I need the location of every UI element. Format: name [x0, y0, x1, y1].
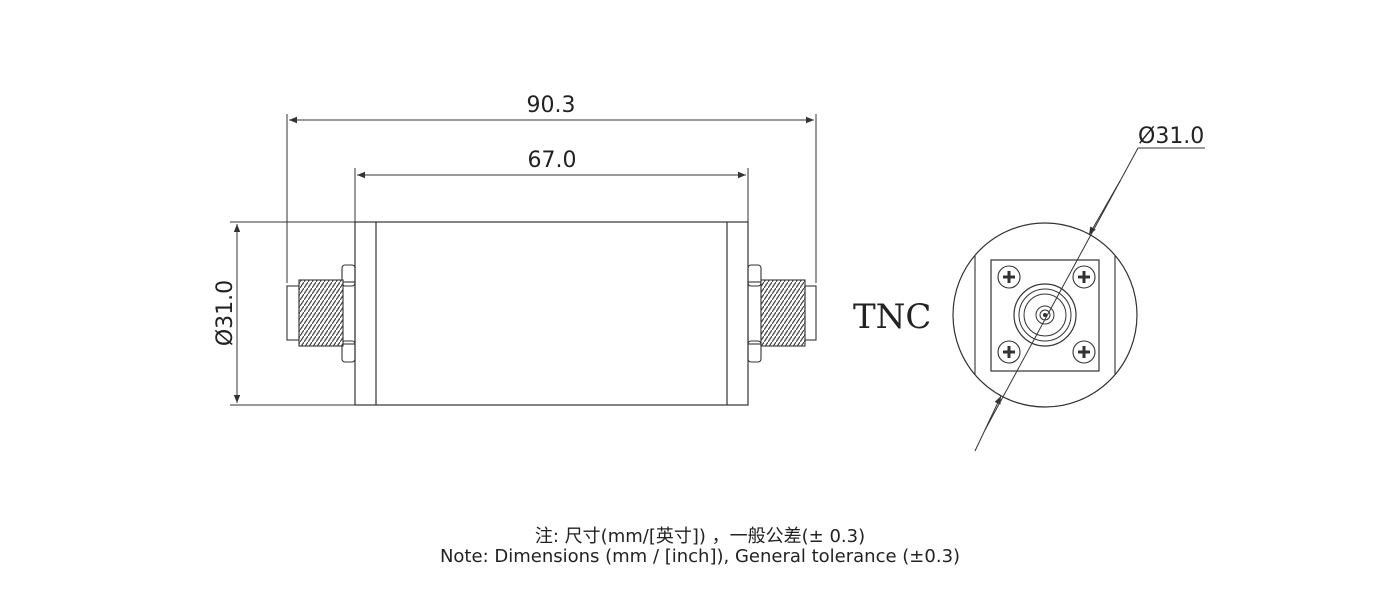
screw-icon	[1072, 340, 1096, 364]
overall-length-label: 90.3	[527, 93, 576, 118]
connector-face	[1013, 283, 1077, 347]
overall-length-dimension: 90.3	[286, 93, 817, 283]
outer-body-circle	[952, 222, 1138, 408]
note-chinese: 注: 尺寸(mm/[英寸]) ，一般公差(± 0.3)	[534, 526, 866, 547]
end-view: Ø31.0	[952, 124, 1205, 452]
side-diameter-label: Ø31.0	[213, 280, 238, 346]
screw-icon	[997, 340, 1021, 364]
end-diameter-label: Ø31.0	[1138, 124, 1204, 149]
end-diameter-dimension: Ø31.0	[974, 124, 1205, 452]
square-flange	[990, 259, 1100, 372]
screw-icon	[997, 265, 1021, 289]
side-diameter-dimension: Ø31.0	[213, 221, 355, 406]
screw-icon	[1072, 265, 1096, 289]
body-length-label: 67.0	[528, 148, 577, 173]
filter-body	[354, 221, 749, 406]
left-connector	[286, 264, 356, 363]
connector-type-label: TNC	[853, 297, 931, 337]
side-view: 90.3 67.0 Ø31.0	[213, 93, 817, 406]
body-length-dimension: 67.0	[354, 148, 749, 222]
right-connector	[747, 264, 817, 363]
note-english: Note: Dimensions (mm / [inch]), General …	[439, 546, 961, 567]
